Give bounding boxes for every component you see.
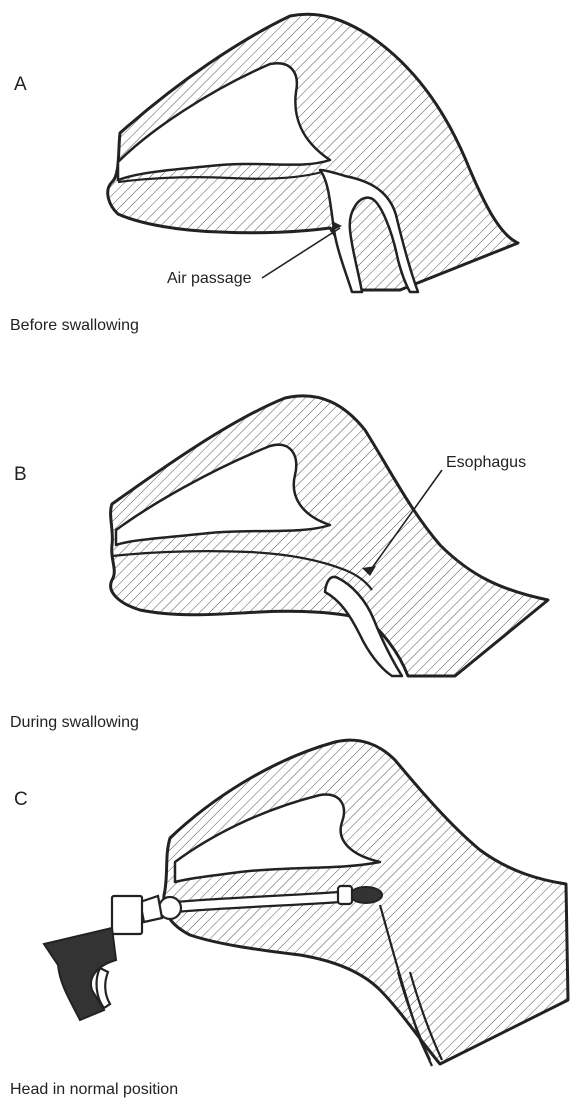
- panel-a-callout-air-passage: Air passage: [167, 271, 252, 287]
- panel-c-adapter: [112, 896, 142, 934]
- panel-a-caption: Before swallowing: [10, 318, 139, 334]
- panel-c-caption: Head in normal position: [10, 1082, 178, 1098]
- panel-c-tube-connector: [338, 886, 352, 904]
- panel-a-drawing: [108, 14, 518, 292]
- panel-b-letter: B: [14, 465, 27, 484]
- panel-c-letter: C: [14, 790, 28, 809]
- panel-b-caption: During swallowing: [10, 715, 139, 731]
- panel-b-callout-esophagus: Esophagus: [446, 455, 526, 471]
- panel-c-valve: [140, 896, 162, 922]
- panel-a-letter: A: [14, 75, 27, 94]
- panel-c-drawing: [44, 740, 568, 1066]
- panel-b-drawing: [111, 396, 548, 676]
- panel-c-tube-cuff: [350, 887, 382, 903]
- panel-a-leader: [262, 228, 340, 278]
